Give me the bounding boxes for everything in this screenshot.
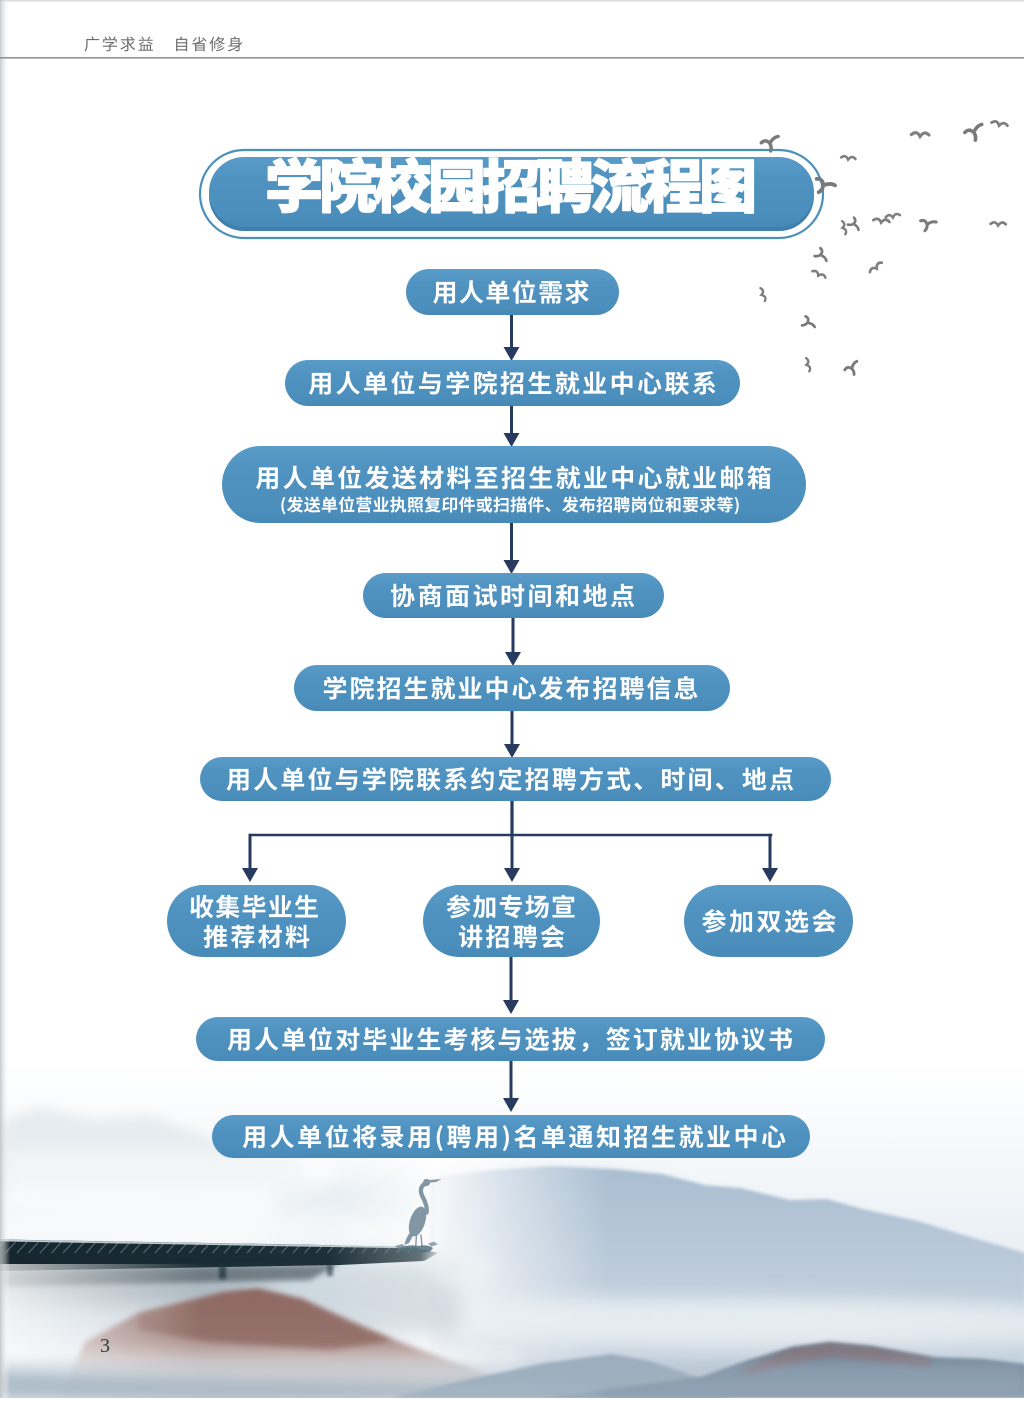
svg-text:3: 3 [100,1335,110,1357]
